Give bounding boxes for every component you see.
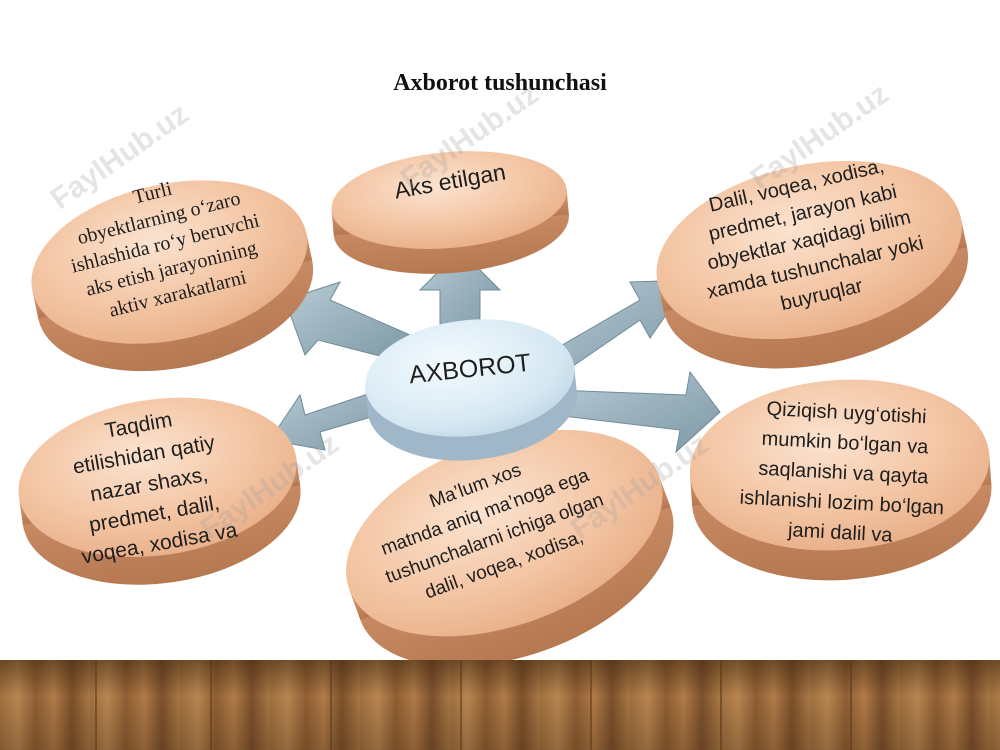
center-disk — [365, 319, 577, 461]
arrows — [269, 249, 721, 506]
node-lower-right-label: Qiziqish uyg‘otishi mumkin bo‘lgan va sa… — [739, 397, 945, 547]
disk-top — [331, 151, 569, 274]
disk-upper-right — [656, 160, 969, 369]
disk-upper-left — [31, 180, 314, 372]
slide-title: Axborot tushunchasi — [393, 70, 607, 96]
floor-seam — [460, 660, 462, 750]
disk-bottom — [346, 429, 674, 660]
arrow-upper-left — [284, 281, 411, 361]
disk-lower-left — [18, 397, 301, 585]
floor-seam — [590, 660, 592, 750]
floor-seam — [330, 660, 332, 750]
arrow-right — [554, 370, 721, 454]
floor-seam — [850, 660, 852, 750]
concept-diagram — [18, 151, 992, 660]
disk-lower-right — [689, 379, 992, 581]
floor-seam — [210, 660, 212, 750]
floor-seam — [720, 660, 722, 750]
wooden-floor — [0, 660, 1000, 750]
floor-seam — [95, 660, 97, 750]
